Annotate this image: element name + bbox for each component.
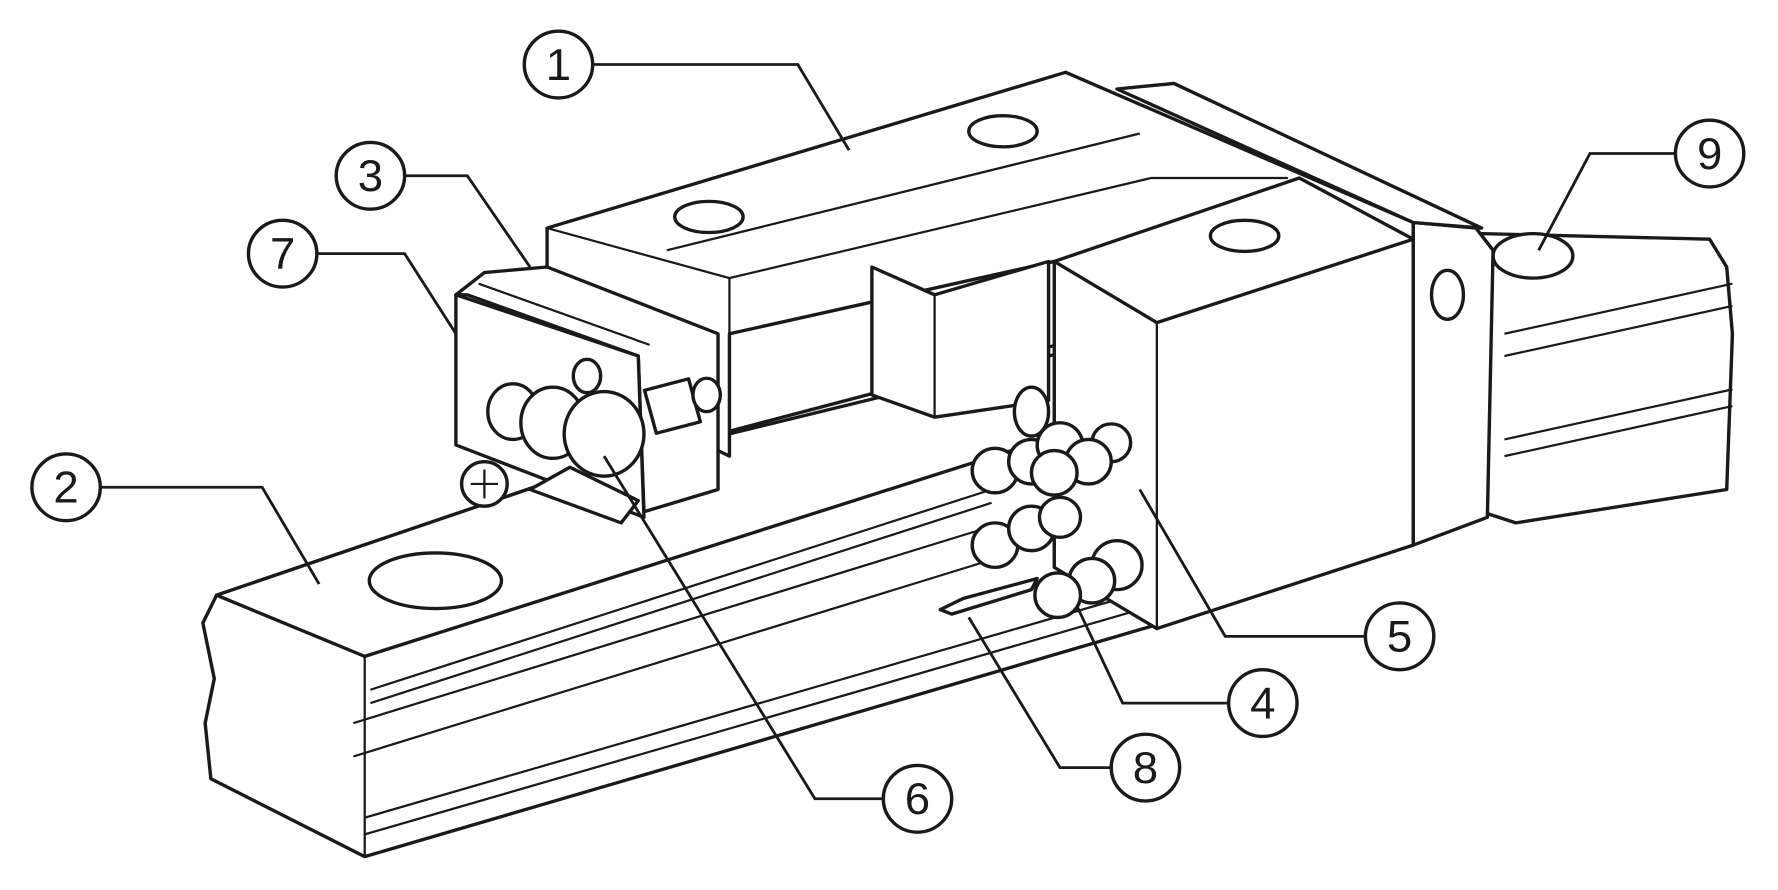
grease-nipple (562, 389, 646, 478)
callout-8: 8 (1109, 732, 1182, 803)
rail-mounting-hole-far (1491, 231, 1575, 280)
rail-mounting-hole (367, 551, 504, 611)
callout-4: 4 (1226, 668, 1299, 739)
leader-lines (100, 63, 1676, 801)
callout-label: 9 (1697, 128, 1722, 178)
callout-label: 1 (546, 39, 571, 89)
callout-label: 5 (1387, 611, 1412, 661)
callout-9: 9 (1673, 118, 1746, 189)
callout-label: 7 (270, 228, 295, 278)
block-mounting-hole (673, 199, 745, 235)
callout-label: 3 (358, 151, 383, 201)
callout-label: 6 (905, 774, 930, 824)
callout-1: 1 (522, 29, 595, 100)
block-mounting-hole (1208, 218, 1281, 254)
callout-label: 4 (1250, 678, 1275, 728)
callout-6: 6 (881, 763, 954, 834)
retainer (938, 576, 1039, 616)
ball-recirculation (938, 385, 1144, 620)
callout-7: 7 (246, 218, 319, 289)
block-mounting-hole (967, 114, 1039, 149)
callout-label: 2 (53, 462, 78, 512)
end-cap (454, 265, 723, 525)
callout-5: 5 (1363, 601, 1436, 672)
grease-port (1429, 268, 1466, 321)
callout-3: 3 (334, 140, 407, 211)
carriage-block (545, 70, 1495, 631)
callout-2: 2 (30, 452, 103, 523)
callout-label: 8 (1133, 742, 1158, 792)
